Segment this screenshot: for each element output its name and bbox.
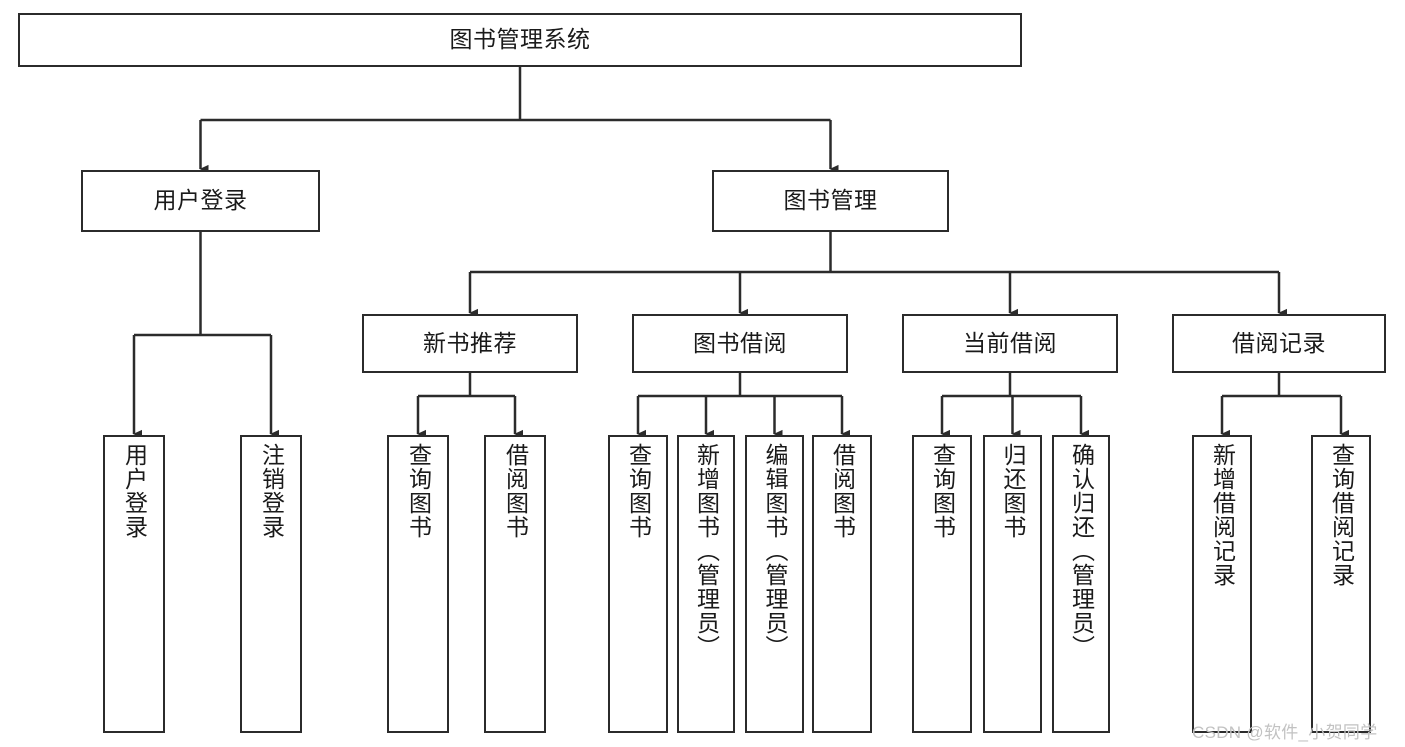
node-leaf-confirm-return-admin[interactable]: 确认归还（管理员） — [1052, 435, 1110, 733]
node-label-leaf-edit-book-admin: 编辑图书（管理员） — [762, 443, 788, 659]
node-label-leaf-confirm-return-admin: 确认归还（管理员） — [1068, 443, 1095, 659]
node-current-borrow[interactable]: 当前借阅 — [902, 314, 1118, 373]
node-label-leaf-borrow-book: 借阅图书 — [829, 443, 856, 539]
node-label-leaf-add-borrow-record: 新增借阅记录 — [1209, 443, 1236, 587]
node-user-login[interactable]: 用户登录 — [81, 170, 320, 232]
node-label-leaf-add-book-admin: 新增图书（管理员） — [693, 443, 720, 659]
node-leaf-add-book-admin[interactable]: 新增图书（管理员） — [677, 435, 735, 733]
node-label-leaf-return-book: 归还图书 — [1000, 443, 1026, 539]
node-label-leaf-query-book-recommend: 查询图书 — [405, 443, 432, 539]
node-leaf-user-login[interactable]: 用户登录 — [103, 435, 165, 733]
connector-group — [132, 67, 1349, 439]
node-label-leaf-borrow-book-recommend: 借阅图书 — [502, 443, 529, 539]
node-book-borrow[interactable]: 图书借阅 — [632, 314, 848, 373]
node-label-leaf-query-book-current: 查询图书 — [929, 443, 956, 539]
node-leaf-query-book-borrow[interactable]: 查询图书 — [608, 435, 668, 733]
node-leaf-return-book[interactable]: 归还图书 — [983, 435, 1042, 733]
node-label-leaf-query-book-borrow: 查询图书 — [625, 443, 652, 539]
node-leaf-add-borrow-record[interactable]: 新增借阅记录 — [1192, 435, 1252, 733]
node-leaf-query-book-current[interactable]: 查询图书 — [912, 435, 972, 733]
node-leaf-edit-book-admin[interactable]: 编辑图书（管理员） — [745, 435, 804, 733]
node-leaf-query-borrow-record[interactable]: 查询借阅记录 — [1311, 435, 1371, 733]
node-new-book-recommend[interactable]: 新书推荐 — [362, 314, 578, 373]
node-label-new-book-recommend: 新书推荐 — [423, 329, 517, 356]
node-label-root: 图书管理系统 — [449, 26, 591, 53]
node-borrow-records[interactable]: 借阅记录 — [1172, 314, 1386, 373]
node-label-leaf-query-borrow-record: 查询借阅记录 — [1328, 443, 1355, 587]
node-label-leaf-user-logout: 注销登录 — [258, 443, 285, 539]
csdn-watermark: CSDN @软件_小贺同学 — [1192, 723, 1378, 742]
node-label-book-borrow: 图书借阅 — [693, 329, 787, 356]
node-leaf-query-book-recommend[interactable]: 查询图书 — [387, 435, 449, 733]
node-label-leaf-user-login: 用户登录 — [121, 443, 148, 539]
node-label-borrow-records: 借阅记录 — [1232, 329, 1326, 356]
node-leaf-user-logout[interactable]: 注销登录 — [240, 435, 302, 733]
node-leaf-borrow-book[interactable]: 借阅图书 — [812, 435, 872, 733]
node-leaf-borrow-book-recommend[interactable]: 借阅图书 — [484, 435, 546, 733]
node-label-book-management: 图书管理 — [783, 187, 878, 214]
node-root[interactable]: 图书管理系统 — [18, 13, 1022, 67]
node-label-user-login: 用户登录 — [153, 187, 248, 214]
node-label-current-borrow: 当前借阅 — [963, 329, 1057, 356]
node-book-management[interactable]: 图书管理 — [712, 170, 949, 232]
